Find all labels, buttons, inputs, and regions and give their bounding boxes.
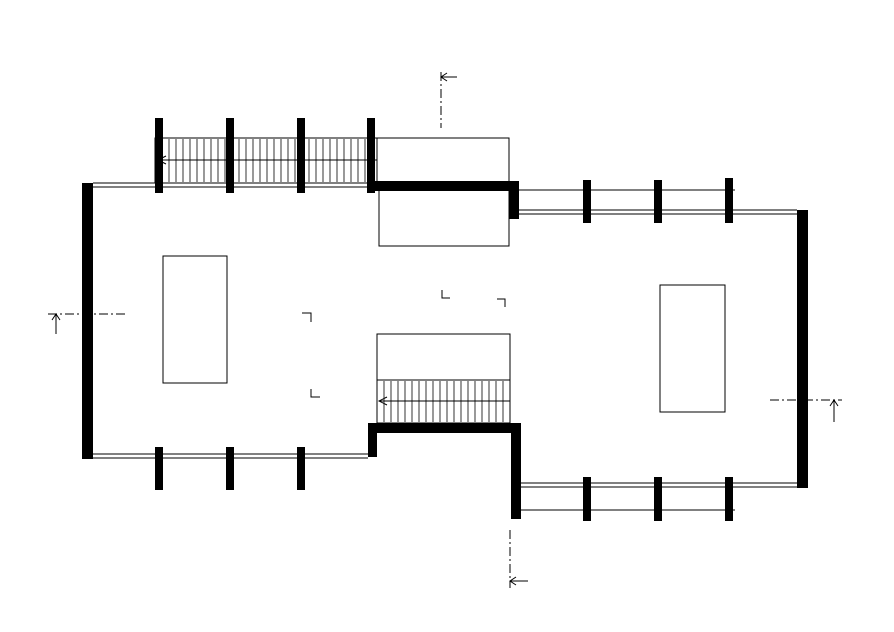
arrow-left-icon (509, 576, 517, 586)
column (297, 118, 305, 193)
column (725, 477, 733, 521)
core-outlines (376, 137, 511, 380)
glazed-walls (93, 182, 797, 511)
south-step-wall-horizontal (368, 423, 520, 433)
column (155, 118, 163, 193)
column (583, 180, 591, 223)
column (725, 178, 733, 223)
upper-core-box (377, 137, 510, 247)
east-room-block (659, 284, 726, 413)
arrow-left-icon (440, 72, 448, 82)
column (367, 118, 375, 193)
section-markers (48, 72, 842, 588)
column (583, 477, 591, 521)
east-end-wall (797, 210, 808, 488)
arrow-up-icon (829, 399, 839, 407)
column (226, 118, 234, 193)
north-step-wall-horizontal (368, 181, 518, 191)
lower-core-box (376, 333, 511, 380)
columns (155, 118, 733, 521)
south-step-wall-right (511, 423, 521, 519)
arrow-up-icon (51, 313, 61, 321)
west-room-block (162, 255, 228, 384)
north-staircase (154, 137, 378, 184)
heavy-walls (82, 181, 808, 519)
column (226, 447, 234, 490)
north-step-wall-vertical (509, 181, 519, 219)
south-step-wall-left (368, 423, 377, 457)
column (654, 477, 662, 521)
corner-marks (302, 290, 506, 398)
south-staircase (376, 379, 511, 424)
column (155, 447, 163, 490)
column (297, 447, 305, 490)
column (654, 180, 662, 223)
west-end-wall (82, 183, 93, 459)
